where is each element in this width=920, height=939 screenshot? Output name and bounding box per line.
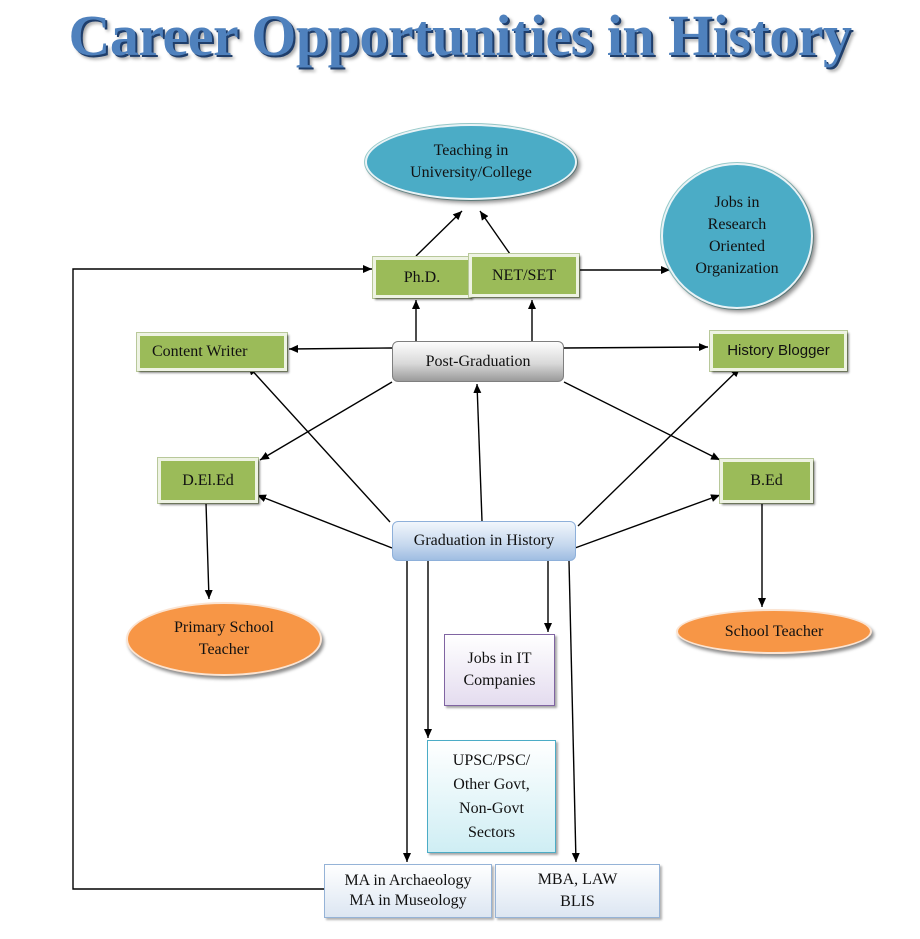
arrow-netset-to-teaching bbox=[479, 210, 511, 255]
bed-label: B.Ed bbox=[750, 472, 783, 489]
it-jobs-label: Jobs in IT Companies bbox=[463, 650, 536, 689]
deled-label: D.El.Ed bbox=[182, 471, 234, 489]
phd-label: Ph.D. bbox=[403, 268, 441, 286]
ma-archaeology-label: MA in Archaeology bbox=[344, 872, 472, 889]
primary-teacher-label: Primary School Teacher bbox=[174, 619, 274, 658]
mba-law-box: MBA, LAW BLIS bbox=[495, 864, 660, 918]
arrow-grad-to-history-blogger bbox=[577, 367, 741, 527]
mba-law-label: MBA, LAW bbox=[537, 871, 618, 888]
arrow-grad-to-pg bbox=[473, 383, 483, 522]
content-writer-label: Content Writer bbox=[152, 343, 248, 360]
arrow-pg-to-bed bbox=[563, 381, 721, 461]
teaching-label: Teaching in University/College bbox=[410, 142, 532, 181]
graduation-label: Graduation in History bbox=[413, 532, 555, 549]
arrow-deled-to-primary bbox=[204, 502, 213, 600]
post-graduation-box: Post-Graduation bbox=[392, 341, 564, 382]
teaching-ellipse: Teaching in University/College bbox=[365, 124, 577, 200]
it-jobs-box: Jobs in IT Companies bbox=[444, 634, 555, 706]
history-blogger-box: History Blogger bbox=[710, 331, 847, 371]
ma-museology-label: MA in Museology bbox=[349, 892, 467, 909]
deled-box: D.El.Ed bbox=[158, 458, 258, 503]
arrow-grad-to-deled bbox=[256, 494, 393, 549]
phd-box: Ph.D. bbox=[373, 257, 471, 298]
govt-sectors-label: UPSC/PSC/ Other Govt, Non-Govt Sectors bbox=[452, 751, 531, 841]
arrow-pg-to-deled bbox=[259, 381, 393, 461]
arrow-pg-to-history-blogger bbox=[563, 343, 709, 352]
school-teacher-ellipse: School Teacher bbox=[676, 609, 872, 654]
research-jobs-circle: Jobs in Research Oriented Organization bbox=[661, 163, 813, 309]
arrow-ma-to-phd bbox=[72, 265, 372, 890]
blis-label: BLIS bbox=[560, 893, 595, 910]
research-jobs-label: Jobs in Research Oriented Organization bbox=[695, 194, 779, 277]
graduation-box: Graduation in History bbox=[392, 521, 576, 561]
arrow-phd-to-teaching bbox=[415, 210, 463, 257]
post-graduation-label: Post-Graduation bbox=[425, 352, 531, 370]
netset-label: NET/SET bbox=[492, 266, 556, 284]
history-blogger-label: History Blogger bbox=[727, 342, 830, 359]
arrow-grad-to-content-writer bbox=[247, 365, 391, 523]
arrow-grad-to-mba bbox=[568, 560, 580, 863]
arrow-grad-to-bed bbox=[574, 494, 721, 549]
page-title: Career Opportunities in History bbox=[68, 3, 852, 68]
netset-box: NET/SET bbox=[469, 254, 579, 297]
bed-box: B.Ed bbox=[720, 459, 813, 503]
content-writer-box: Content Writer bbox=[137, 333, 287, 371]
arrow-pg-to-content-writer bbox=[288, 344, 393, 353]
govt-sectors-box: UPSC/PSC/ Other Govt, Non-Govt Sectors bbox=[427, 740, 556, 853]
ma-box: MA in Archaeology MA in Museology bbox=[324, 864, 492, 918]
primary-teacher-ellipse: Primary School Teacher bbox=[126, 602, 322, 676]
school-teacher-label: School Teacher bbox=[724, 622, 824, 640]
